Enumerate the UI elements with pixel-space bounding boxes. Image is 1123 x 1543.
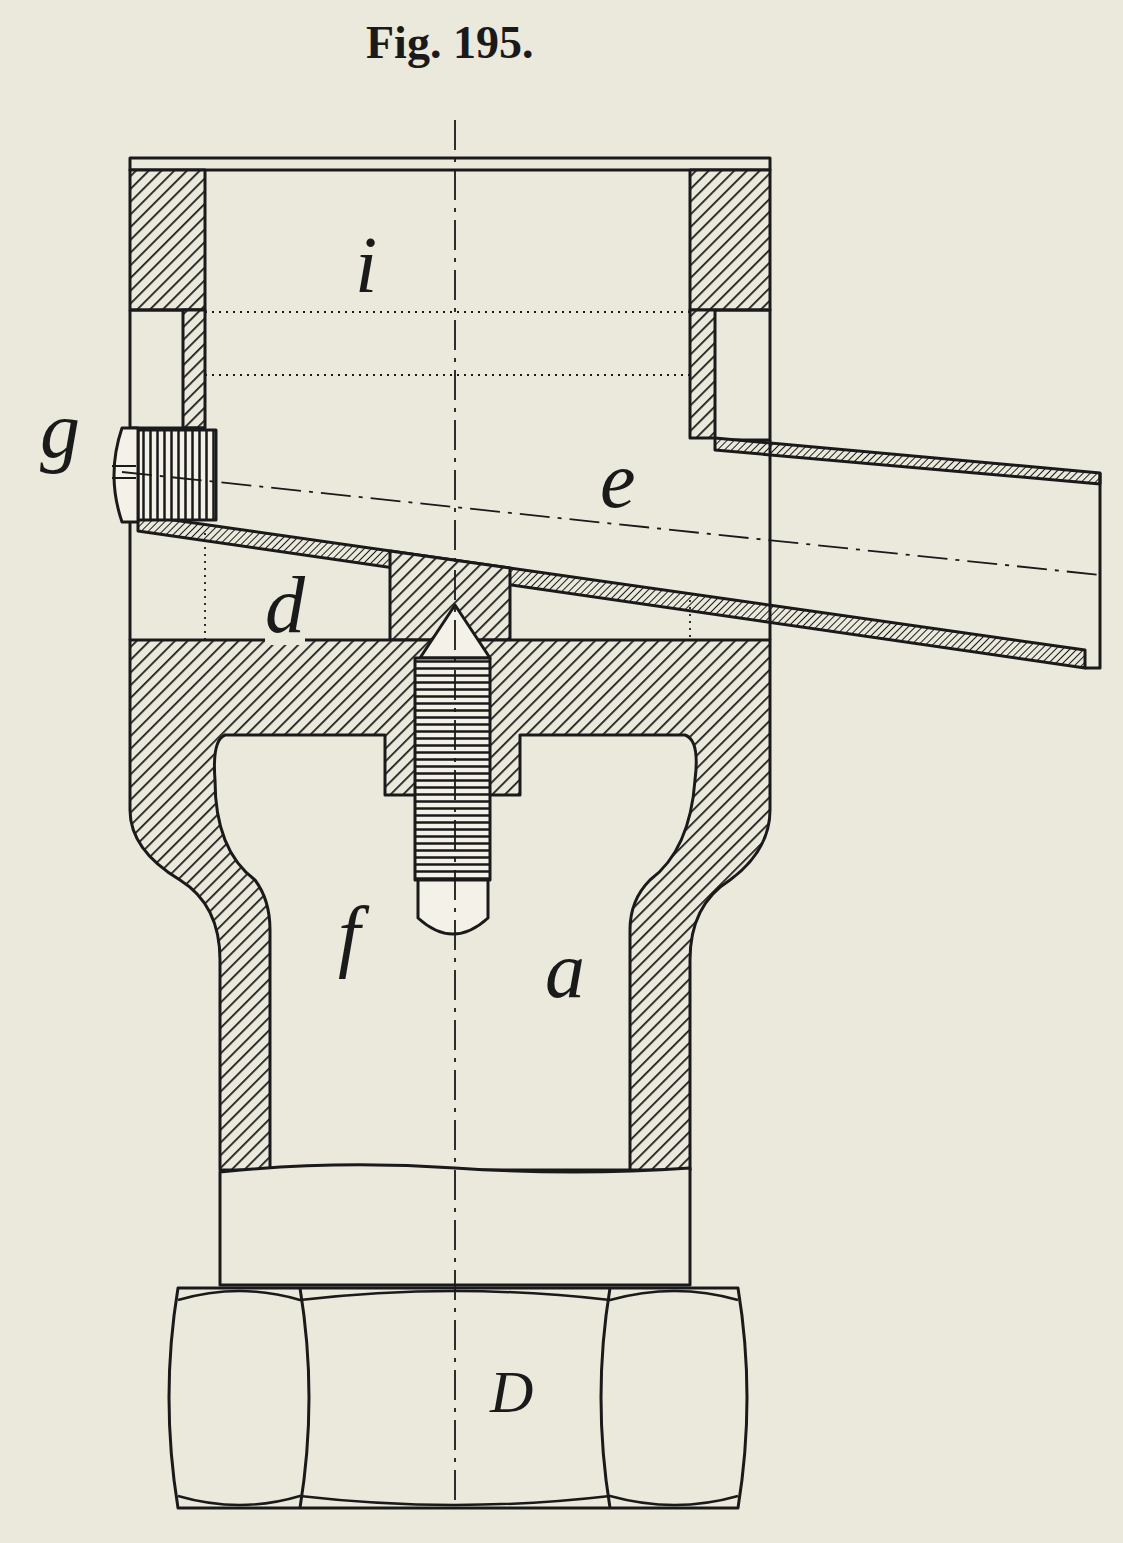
part-letter: g xyxy=(40,390,80,470)
part-letter: d xyxy=(265,565,305,645)
part-letter: a xyxy=(545,930,585,1010)
part-letter: e xyxy=(600,440,636,520)
part-letter: f xyxy=(338,895,360,975)
part-letter: D xyxy=(490,1362,533,1422)
figure-title: Fig. 195. xyxy=(366,18,533,69)
part-letter: i xyxy=(355,225,377,305)
